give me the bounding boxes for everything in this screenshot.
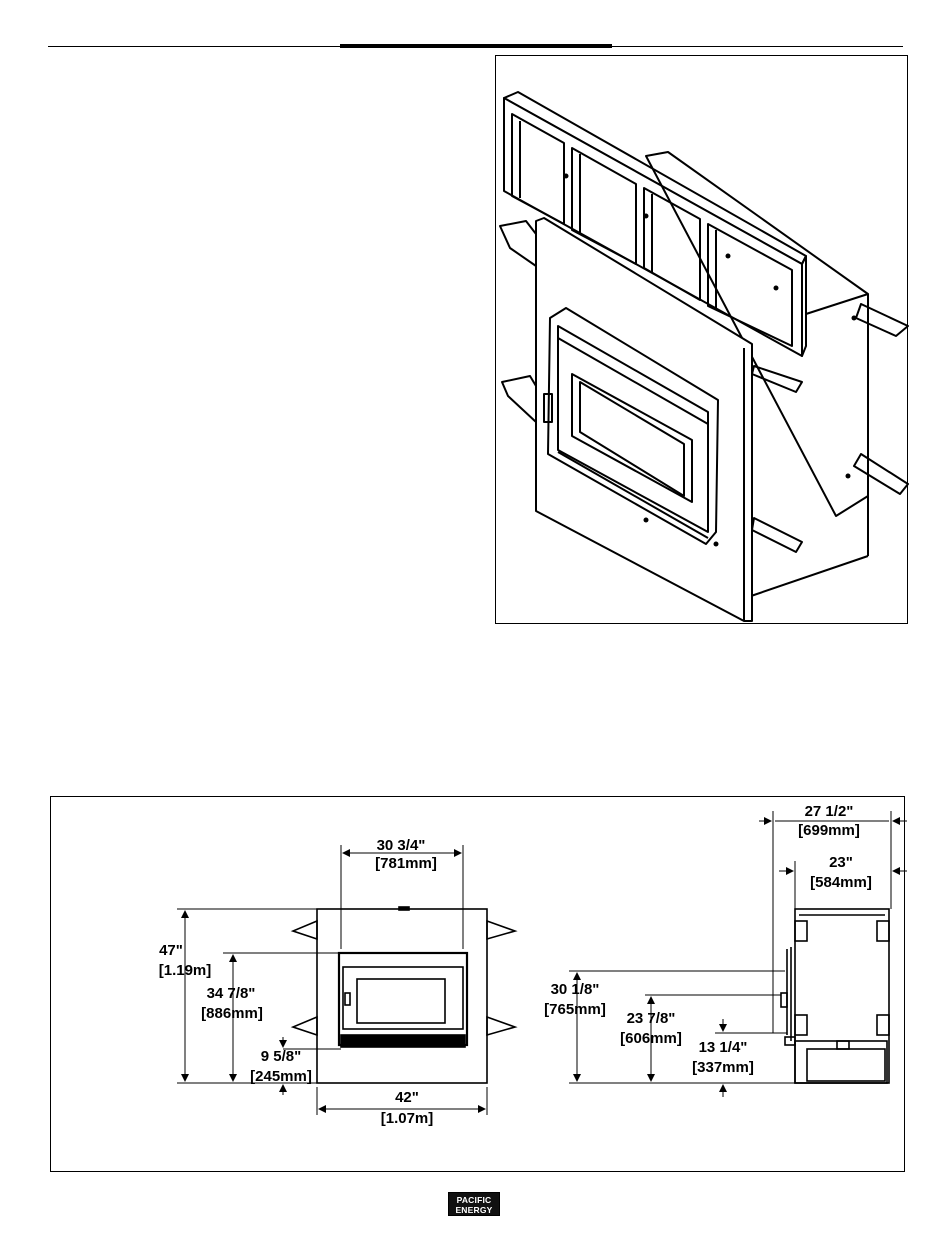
pacific-energy-logo: PACIFIC ENERGY xyxy=(448,1192,500,1216)
front-height-total-metric-label: [1.19m] xyxy=(159,962,212,979)
side-height-c-metric-label: [337mm] xyxy=(692,1059,754,1076)
logo-line-1: PACIFIC xyxy=(449,1195,499,1205)
logo-line-2: ENERGY xyxy=(449,1205,499,1215)
front-height-opening-label: 34 7/8" xyxy=(207,985,256,1002)
side-depth-body-label: 23" xyxy=(829,854,853,871)
side-view-outline xyxy=(781,909,889,1083)
front-height-total-label: 47" xyxy=(159,942,183,959)
side-height-c-label: 13 1/4" xyxy=(699,1039,748,1056)
side-height-b-metric-label: [606mm] xyxy=(620,1030,682,1047)
side-height-a-label: 30 1/8" xyxy=(551,981,600,998)
side-depth-body-metric-label: [584mm] xyxy=(810,874,872,891)
dimensions-drawing-frame: 30 3/4" [781mm] 47" [1.19m] 34 7/8" [886… xyxy=(50,796,905,1172)
front-width-top-label: 30 3/4" xyxy=(377,837,426,854)
fireplace-isometric-drawing xyxy=(496,56,909,625)
side-height-a-metric-label: [765mm] xyxy=(544,1001,606,1018)
isometric-illustration-frame xyxy=(495,55,908,624)
dimensions-drawing: 30 3/4" [781mm] 47" [1.19m] 34 7/8" [886… xyxy=(51,797,906,1173)
front-height-base-metric-label: [245mm] xyxy=(250,1068,312,1085)
side-height-b-label: 23 7/8" xyxy=(627,1010,676,1027)
side-depth-total-label: 27 1/2" xyxy=(805,803,854,820)
header-accent-bar xyxy=(340,44,612,48)
side-depth-total-metric-label: [699mm] xyxy=(798,822,860,839)
front-view-outline xyxy=(293,907,515,1083)
front-height-base-label: 9 5/8" xyxy=(261,1048,301,1065)
front-width-total-label: 42" xyxy=(395,1089,419,1106)
front-height-opening-metric-label: [886mm] xyxy=(201,1005,263,1022)
front-width-total-metric-label: [1.07m] xyxy=(381,1110,434,1127)
front-width-top-metric-label: [781mm] xyxy=(375,855,437,872)
